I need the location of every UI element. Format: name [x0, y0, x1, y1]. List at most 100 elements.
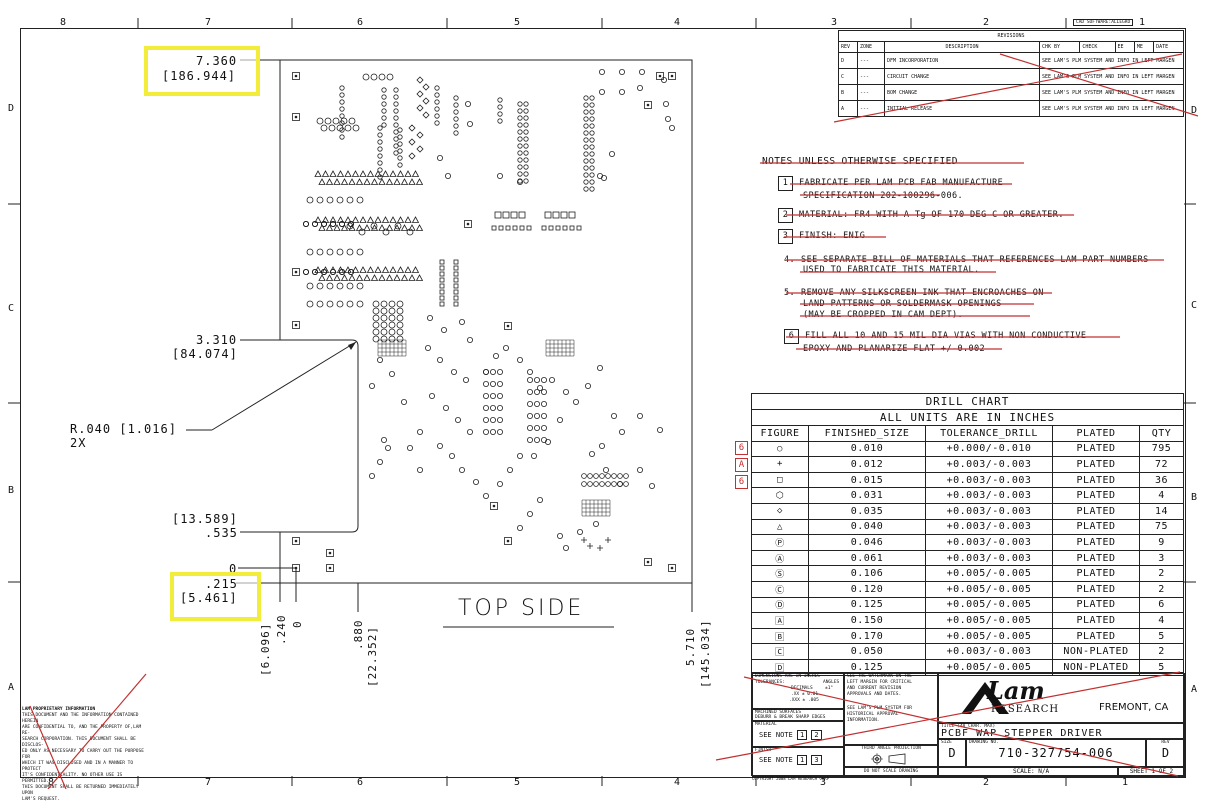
drill-hole-mark	[377, 132, 383, 138]
projection-cell: THIRD ANGLE PROJECTION	[844, 745, 938, 767]
drill-hole-mark	[589, 179, 595, 185]
drill-hole-mark	[434, 92, 440, 98]
note-line: FILL ALL 10 AND 15 MIL DIA VIAS WITH NON…	[805, 331, 1087, 341]
zone-bottom-2: 2	[983, 777, 990, 788]
revision-rev: A	[838, 100, 858, 117]
drill-hole-mark	[505, 225, 511, 231]
drill-figure: +	[751, 456, 809, 473]
drill-hole-mark	[372, 300, 380, 308]
drill-hole-mark	[382, 228, 390, 236]
drill-hole-mark	[523, 101, 529, 107]
drill-hole-mark	[393, 122, 399, 128]
drill-hole-mark	[517, 452, 524, 459]
drill-hole-mark	[363, 224, 371, 231]
drill-hole-mark	[583, 172, 589, 178]
drill-hole-mark	[339, 113, 345, 119]
drill-hole-mark	[326, 196, 334, 204]
rev-header-me: ME	[1133, 41, 1155, 53]
drill-hole-mark	[517, 164, 523, 170]
drill-hole-mark	[589, 95, 595, 101]
material-note: SEE NOTE 1 2	[753, 730, 843, 740]
drill-hole-mark	[355, 224, 364, 231]
drill-hole-mark	[593, 521, 600, 528]
drill-hole-mark	[400, 274, 409, 281]
drill-hole-mark	[577, 529, 584, 536]
drill-tolerance: +0.003/-0.003	[925, 487, 1053, 504]
drill-hole-mark	[359, 170, 367, 177]
revision-info: SEE LAM'S PLM SYSTEM AND INFO IN LEFT MA…	[1039, 68, 1184, 85]
drill-hole-mark	[661, 77, 668, 84]
projection-symbol-icon	[871, 753, 906, 765]
drill-hole-mark	[599, 442, 606, 449]
drill-hole-mark	[489, 380, 496, 387]
drill-hole-mark	[338, 220, 345, 227]
angles-value: ±1°	[825, 686, 834, 691]
notes-title: NOTES UNLESS OTHERWISE SPECIFIED	[762, 156, 958, 167]
note-line: FINISH: ENIG	[799, 231, 866, 241]
drill-hole-mark	[385, 274, 394, 281]
revision-zone: ---	[857, 100, 885, 117]
drill-hole-mark	[346, 248, 354, 256]
drill-hole-mark	[453, 130, 459, 136]
drill-plated: PLATED	[1052, 487, 1140, 504]
drill-hole-mark	[370, 274, 379, 281]
drill-hole-mark	[583, 144, 589, 150]
view-label-top-side: TOP SIDE	[458, 596, 585, 621]
zone-top-5: 5	[514, 17, 521, 28]
drill-hole-mark	[397, 162, 403, 168]
drill-hole-mark	[294, 270, 298, 274]
proprietary-line: ARE CONFIDENTIAL TO, AND THE PROPERTY OF…	[22, 725, 142, 736]
drill-hole-mark	[541, 376, 548, 383]
drill-hole-mark	[408, 224, 416, 231]
drill-hole-mark	[394, 222, 402, 230]
drill-hole-mark	[444, 172, 451, 179]
dim-top-mm: [186.944]	[162, 69, 237, 83]
drill-hole-mark	[587, 481, 593, 487]
drill-hole-mark	[359, 266, 367, 273]
drill-hole-mark	[541, 412, 548, 419]
drill-hole-mark	[599, 481, 605, 487]
drill-hole-mark	[517, 129, 523, 135]
drill-hole-mark	[482, 492, 489, 499]
drill-plated: PLATED	[1052, 456, 1140, 473]
drill-hole-mark	[568, 211, 576, 219]
drill-hole-mark	[424, 344, 431, 351]
drill-qty: 3	[1139, 549, 1184, 567]
drill-hole-mark	[496, 480, 503, 487]
plm-line: INFORMATION.	[847, 718, 880, 723]
drill-hole-mark	[583, 116, 589, 122]
drill-hole-mark	[292, 268, 300, 276]
drill-plated: PLATED	[1052, 580, 1140, 598]
drill-hole-mark	[434, 85, 440, 91]
drill-hole-mark	[336, 170, 345, 177]
zone-top-8: 8	[60, 17, 67, 28]
drill-hole-mark	[593, 481, 599, 487]
drill-plated: PLATED	[1052, 565, 1140, 582]
drill-hole-mark	[439, 283, 445, 289]
drill-hole-mark	[339, 99, 345, 105]
drill-hole-mark	[397, 141, 403, 147]
drill-hole-mark	[502, 211, 510, 219]
drill-hole-mark	[368, 382, 375, 389]
drill-hole-mark	[329, 220, 336, 227]
drill-hole-mark	[649, 482, 656, 489]
drill-hole-mark	[464, 220, 472, 228]
drill-hole-mark	[359, 216, 367, 223]
drill-hole-mark	[517, 122, 523, 128]
scale-value: SCALE: N/A	[1013, 768, 1050, 775]
zone-top-3: 3	[831, 17, 838, 28]
drill-hole-mark	[380, 314, 388, 322]
drill-hole-mark	[377, 146, 383, 152]
drill-hole-mark	[377, 125, 383, 131]
sheet-cell: SHEET 1 OF 2	[1118, 767, 1185, 777]
drill-hole-mark	[388, 335, 396, 343]
drill-chart-title: DRILL CHART	[751, 393, 1184, 409]
drill-hole-mark	[482, 404, 489, 411]
drill-hole-mark	[386, 73, 394, 81]
drill-size: 0.170	[808, 627, 926, 645]
drill-hole-mark	[439, 301, 445, 307]
revision-description: CIRCUIT CHANGE	[884, 68, 1040, 85]
drill-hole-mark	[453, 95, 459, 101]
